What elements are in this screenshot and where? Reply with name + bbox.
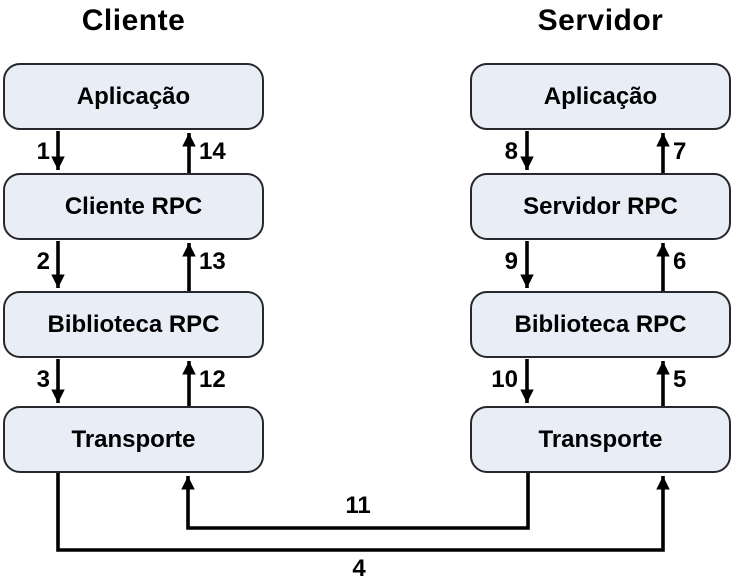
step-label-6: 6 (673, 248, 687, 275)
node-cliente-transporte: Transporte (3, 406, 264, 473)
node-label: Transporte (71, 425, 196, 453)
step-label-9: 9 (504, 248, 518, 275)
step-label-4: 4 (352, 555, 366, 582)
node-label: Aplicação (543, 82, 658, 110)
node-label: Cliente RPC (64, 192, 203, 220)
step-label-1: 1 (36, 138, 50, 165)
step-label-13: 13 (199, 248, 226, 275)
step-label-11: 11 (345, 492, 371, 519)
column-title-cliente: Cliente (81, 4, 186, 37)
node-servidor-aplicacao: Aplicação (470, 63, 731, 130)
step-label-7: 7 (673, 138, 687, 165)
node-cliente-aplicacao: Aplicação (3, 63, 264, 130)
step-label-12: 12 (199, 366, 226, 393)
column-title-servidor: Servidor (537, 4, 664, 37)
step-label-5: 5 (673, 366, 687, 393)
node-servidor-transporte: Transporte (470, 406, 731, 473)
step-label-3: 3 (36, 366, 50, 393)
node-cliente-biblioteca: Biblioteca RPC (3, 291, 264, 358)
node-label: Transporte (538, 425, 663, 453)
step-label-14: 14 (199, 138, 226, 165)
node-label: Aplicação (76, 82, 191, 110)
node-servidor-rpc: Servidor RPC (470, 173, 731, 240)
step-label-2: 2 (36, 248, 50, 275)
node-cliente-rpc: Cliente RPC (3, 173, 264, 240)
step-label-8: 8 (504, 138, 518, 165)
node-label: Biblioteca RPC (47, 310, 220, 338)
step-label-10: 10 (491, 366, 518, 393)
node-label: Biblioteca RPC (514, 310, 687, 338)
node-label: Servidor RPC (523, 192, 678, 220)
node-servidor-biblioteca: Biblioteca RPC (470, 291, 731, 358)
